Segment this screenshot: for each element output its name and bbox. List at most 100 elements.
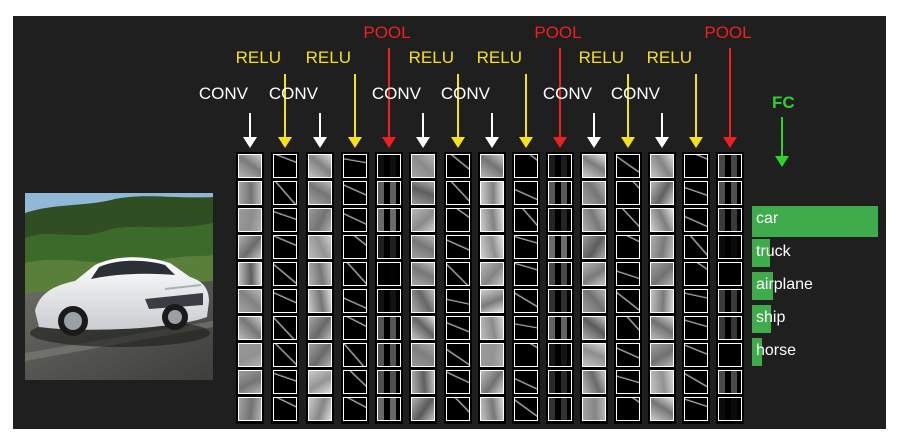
- score-bar-ship: [752, 305, 771, 333]
- feature-map-column-13: [648, 152, 676, 424]
- relu-label: RELU: [235, 48, 281, 67]
- feature-map: [273, 397, 297, 421]
- class-label-horse: horse: [756, 342, 797, 359]
- feature-map: [238, 397, 262, 421]
- feature-map: [718, 289, 742, 313]
- conv-label: CONV: [610, 84, 660, 103]
- class-label-ship: ship: [756, 309, 786, 326]
- feature-map: [411, 181, 435, 205]
- feature-map: [273, 316, 297, 340]
- feature-map: [343, 154, 367, 178]
- feature-map: [273, 154, 297, 178]
- pool-label: POOL: [534, 23, 582, 42]
- feature-map: [238, 235, 262, 259]
- feature-map: [480, 370, 504, 394]
- feature-map: [377, 181, 401, 205]
- feature-map: [616, 208, 640, 232]
- pool-arrow: [379, 48, 399, 148]
- feature-map: [650, 154, 674, 178]
- feature-map: [650, 316, 674, 340]
- feature-map: [616, 370, 640, 394]
- relu-arrow: [686, 74, 706, 148]
- score-bar-horse: [752, 338, 762, 366]
- feature-map: [650, 397, 674, 421]
- feature-map: [514, 181, 538, 205]
- feature-map: [548, 370, 572, 394]
- feature-map: [514, 397, 538, 421]
- feature-map: [548, 397, 572, 421]
- feature-map: [273, 343, 297, 367]
- feature-map-column-5: [375, 152, 403, 424]
- relu-label: RELU: [646, 48, 692, 67]
- feature-map: [582, 343, 606, 367]
- feature-map: [548, 343, 572, 367]
- feature-map: [411, 262, 435, 286]
- feature-map: [238, 208, 262, 232]
- feature-map: [343, 235, 367, 259]
- feature-map: [480, 316, 504, 340]
- feature-map: [343, 343, 367, 367]
- feature-map: [446, 262, 470, 286]
- feature-map: [582, 181, 606, 205]
- feature-map: [238, 154, 262, 178]
- feature-map: [582, 235, 606, 259]
- feature-map: [650, 343, 674, 367]
- feature-map: [273, 289, 297, 313]
- feature-map: [308, 343, 332, 367]
- conv-arrow: [310, 113, 330, 148]
- feature-map: [718, 181, 742, 205]
- feature-map: [411, 370, 435, 394]
- feature-map: [308, 154, 332, 178]
- feature-map: [411, 397, 435, 421]
- feature-map: [238, 289, 262, 313]
- relu-label: RELU: [408, 48, 454, 67]
- class-label-airplane: airplane: [756, 276, 813, 293]
- feature-map: [650, 262, 674, 286]
- feature-map: [377, 289, 401, 313]
- feature-map: [377, 316, 401, 340]
- feature-map: [480, 208, 504, 232]
- feature-map: [718, 154, 742, 178]
- feature-map: [514, 235, 538, 259]
- feature-map: [650, 370, 674, 394]
- feature-map: [616, 235, 640, 259]
- feature-map: [343, 397, 367, 421]
- relu-label: RELU: [578, 48, 624, 67]
- input-image: [25, 193, 213, 380]
- feature-map: [377, 397, 401, 421]
- feature-map: [582, 370, 606, 394]
- feature-map: [684, 154, 708, 178]
- feature-map: [238, 343, 262, 367]
- feature-map: [582, 154, 606, 178]
- score-bar-airplane: [752, 272, 773, 300]
- feature-map: [273, 235, 297, 259]
- feature-map: [514, 154, 538, 178]
- feature-map: [718, 343, 742, 367]
- feature-map: [582, 262, 606, 286]
- feature-map: [308, 181, 332, 205]
- feature-map: [616, 397, 640, 421]
- relu-label: RELU: [476, 48, 522, 67]
- feature-map-column-12: [614, 152, 642, 424]
- feature-map: [480, 289, 504, 313]
- conv-arrow: [584, 113, 604, 148]
- feature-map: [446, 208, 470, 232]
- feature-map: [446, 181, 470, 205]
- feature-map-column-4: [341, 152, 369, 424]
- feature-map: [308, 316, 332, 340]
- feature-map: [684, 235, 708, 259]
- conv-label: CONV: [440, 84, 490, 103]
- feature-map: [718, 316, 742, 340]
- feature-map: [480, 154, 504, 178]
- feature-map: [411, 154, 435, 178]
- feature-map: [684, 343, 708, 367]
- pool-label: POOL: [704, 23, 752, 42]
- feature-map: [582, 208, 606, 232]
- feature-map: [548, 262, 572, 286]
- class-label-car: car: [756, 210, 779, 227]
- feature-map: [548, 316, 572, 340]
- feature-map: [411, 235, 435, 259]
- feature-map: [650, 235, 674, 259]
- feature-map: [718, 262, 742, 286]
